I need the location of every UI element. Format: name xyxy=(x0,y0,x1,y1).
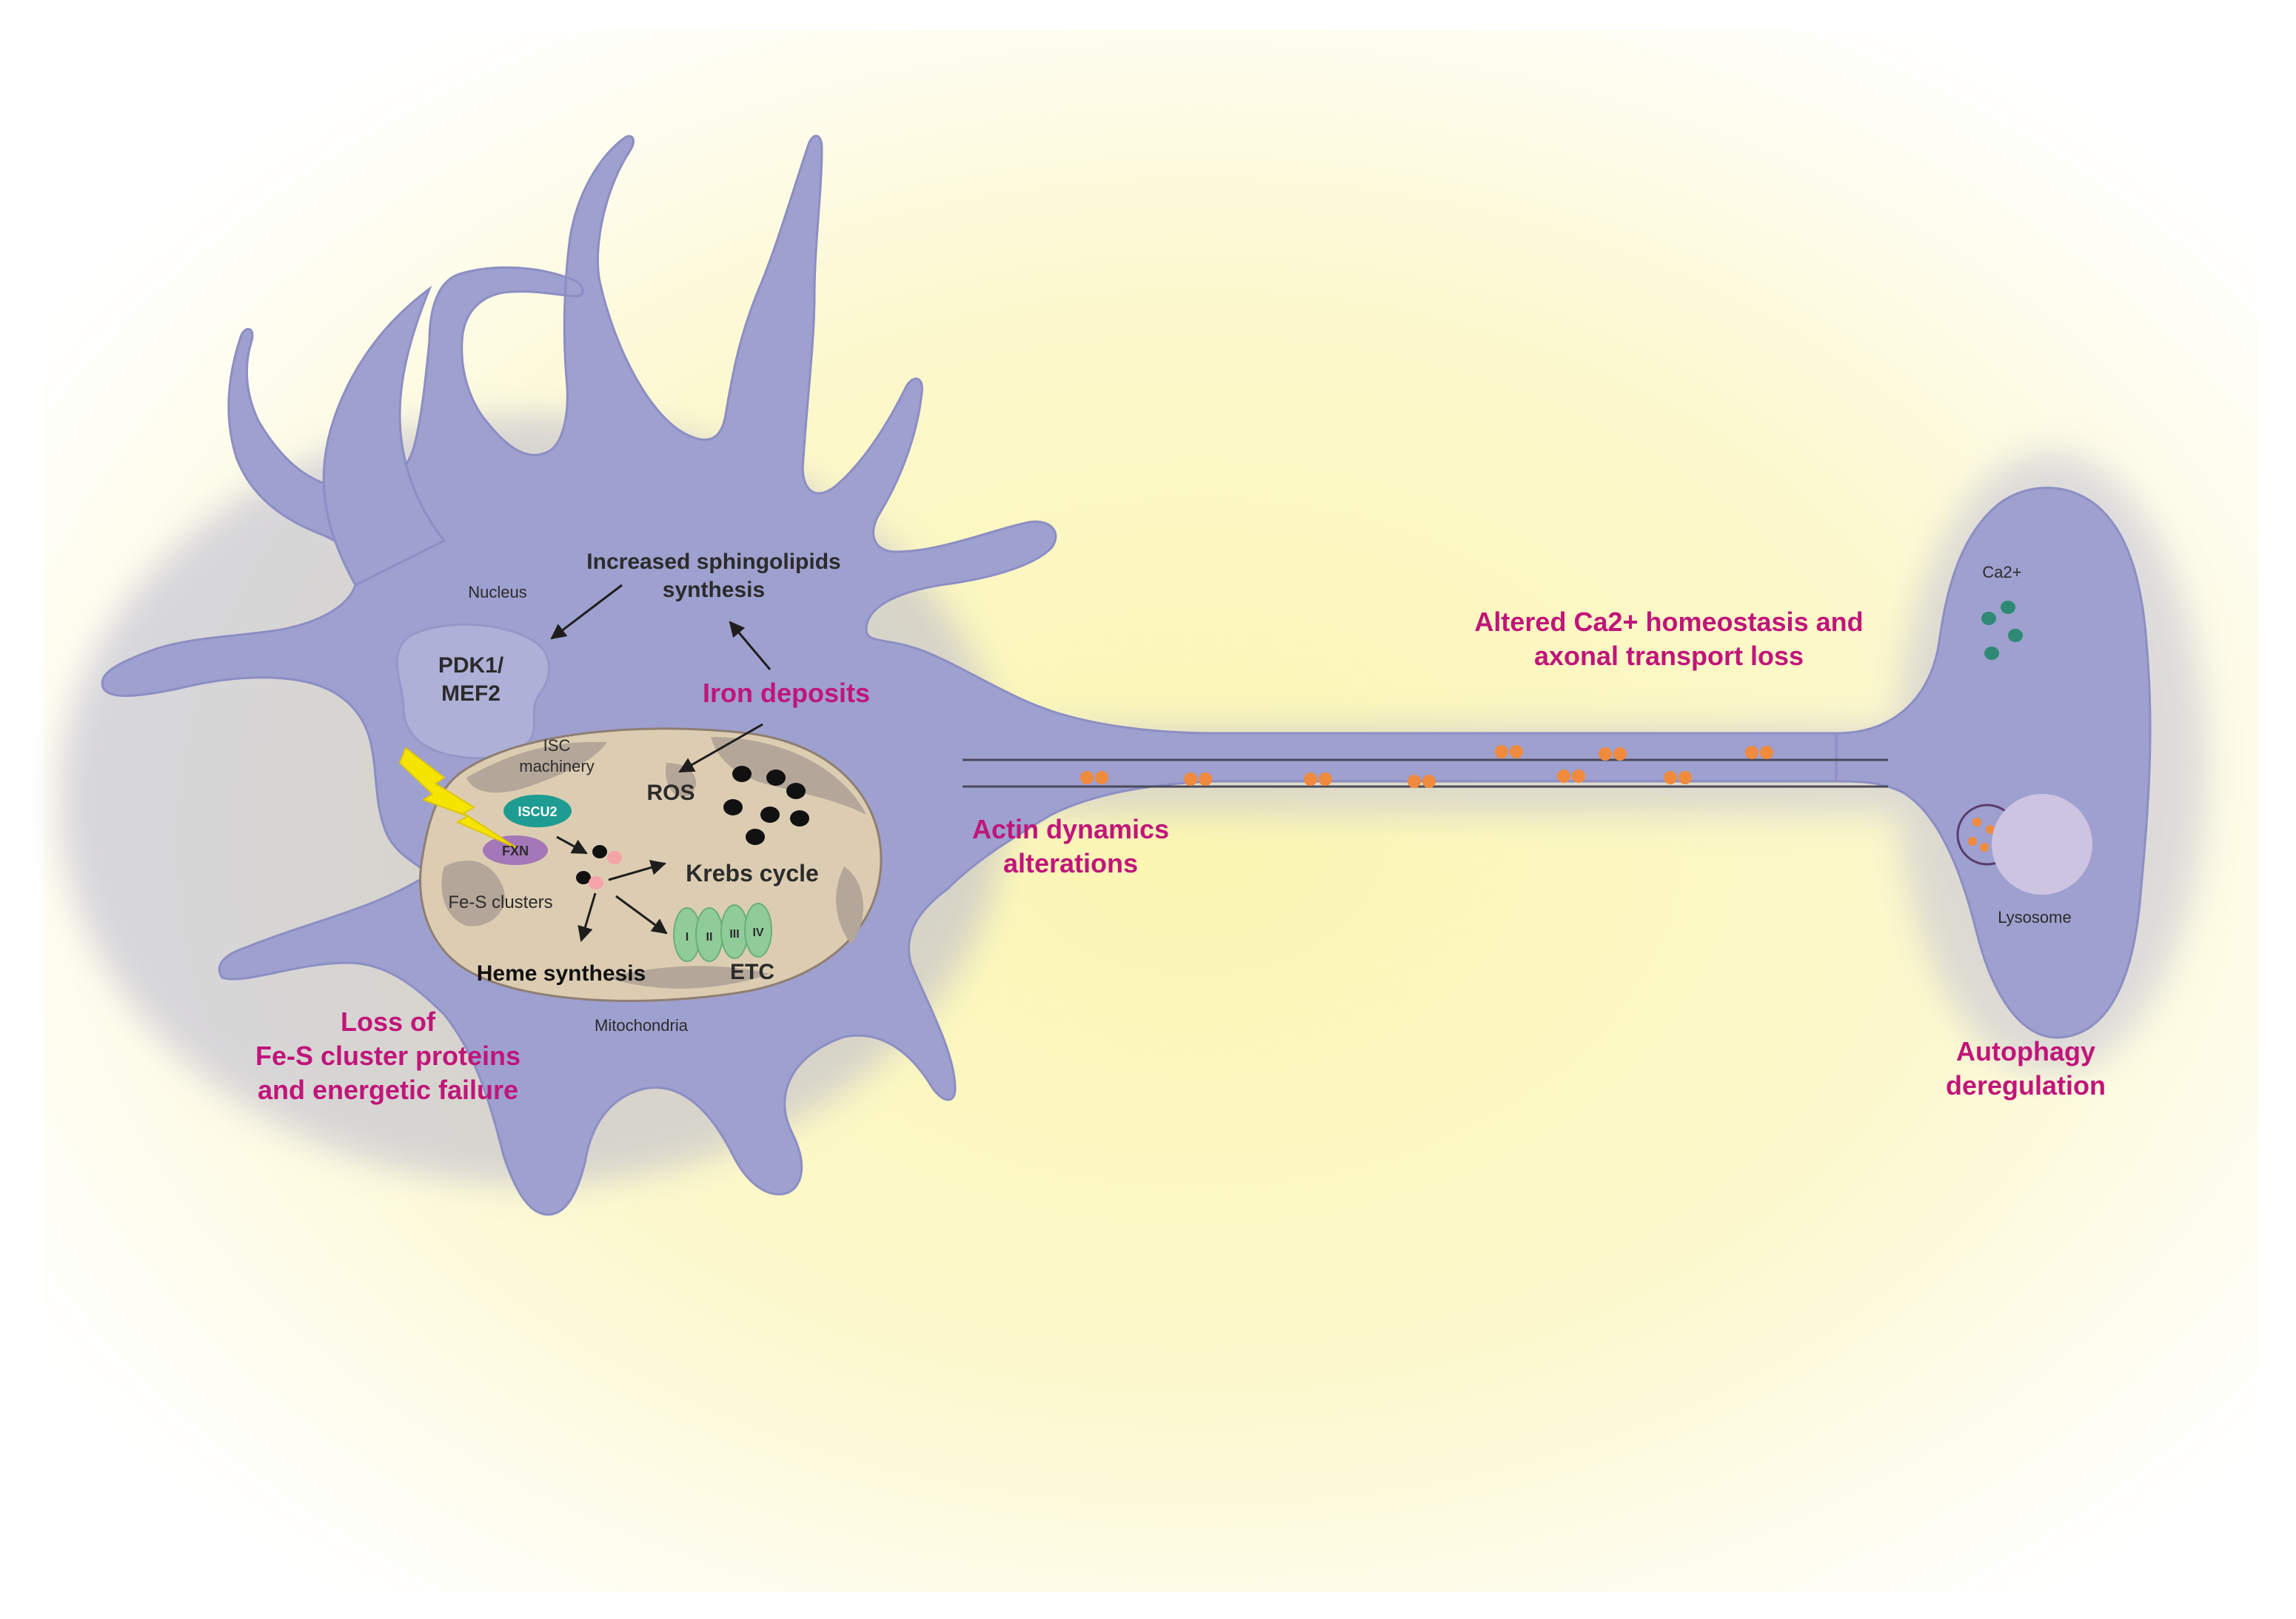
cargo-pair xyxy=(1184,772,1212,786)
cargo-pair xyxy=(1495,745,1523,758)
arrow-to-krebs xyxy=(608,860,667,881)
calcium-label-line2: axonal transport loss xyxy=(1534,641,1804,671)
fxn-label: FXN xyxy=(502,844,529,858)
etc-label: ETC xyxy=(730,960,774,984)
arrow-fxn-to-clusters xyxy=(556,835,588,855)
actin-label-line1: Actin dynamics xyxy=(972,814,1169,844)
etc-complexes: I II III IV xyxy=(673,903,772,962)
mitochondria-label: Mitochondria xyxy=(595,1016,689,1035)
loss-of-label-line3: and energetic failure xyxy=(258,1075,518,1105)
cristae xyxy=(441,737,866,989)
lysosome-group xyxy=(1956,794,2092,895)
isc-label-line1: ISC xyxy=(543,736,571,755)
arrows xyxy=(550,584,772,943)
krebs-cycle-label: Krebs cycle xyxy=(686,860,819,887)
cargo-pair xyxy=(1664,771,1692,784)
arrow-to-heme xyxy=(578,892,597,943)
cargo-pair xyxy=(1408,775,1436,788)
etc-complex-2: II xyxy=(706,931,713,944)
lysosome-label: Lysosome xyxy=(1998,908,2071,927)
autophagy-label-line1: Autophagy xyxy=(1956,1036,2095,1066)
fe-s-cluster-dots xyxy=(576,845,622,889)
etc-complex-1: I xyxy=(686,931,689,944)
isc-label-line2: machinery xyxy=(519,757,594,775)
lightning-icon xyxy=(398,747,518,849)
autophagosome-cargo xyxy=(1968,818,1995,852)
pdk1-label: PDK1/ xyxy=(438,653,504,678)
cargo-pair xyxy=(1304,772,1332,786)
iron-dots xyxy=(723,766,809,845)
lysosome xyxy=(1992,794,2092,895)
iscu2-label: ISCU2 xyxy=(518,804,557,819)
mef2-label: MEF2 xyxy=(441,681,501,706)
etc-complex-4: IV xyxy=(752,927,763,939)
etc-complex-3: III xyxy=(729,928,739,941)
arrow-iron-to-ros xyxy=(678,723,763,773)
fe-s-clusters-label: Fe-S clusters xyxy=(448,892,552,912)
loss-of-label-line1: Loss of xyxy=(341,1007,436,1037)
sphingolipids-line2: synthesis xyxy=(663,578,765,602)
actin-label-line2: alterations xyxy=(1003,848,1138,878)
ca2-label: Ca2+ xyxy=(1982,563,2021,581)
sphingolipids-line1: Increased sphingolipids xyxy=(586,550,840,574)
ros-label: ROS xyxy=(646,781,695,805)
autophagy-label-line2: deregulation xyxy=(1946,1070,2106,1101)
arrow-iron-to-sphingo xyxy=(729,621,772,670)
arrow-to-etc xyxy=(615,895,668,935)
nucleus-label: Nucleus xyxy=(468,583,526,601)
iscu2-protein xyxy=(503,795,572,827)
axonal-cargo xyxy=(1080,745,1773,788)
iron-deposits-label: Iron deposits xyxy=(703,678,870,708)
cargo-pair xyxy=(1745,746,1773,759)
cargo-pair xyxy=(1599,747,1627,761)
nucleus xyxy=(395,623,550,760)
loss-of-label-line2: Fe-S cluster proteins xyxy=(255,1041,521,1071)
cargo-pair xyxy=(1557,770,1585,783)
cargo-pair xyxy=(1080,771,1108,784)
labels: Nucleus PDK1/ MEF2 Increased sphingolipi… xyxy=(255,550,2106,1105)
arrow-sphingo-to-nucleus xyxy=(550,584,623,640)
calcium-ions xyxy=(1981,601,2023,660)
heme-synthesis-label: Heme synthesis xyxy=(477,961,646,986)
calcium-label-line1: Altered Ca2+ homeostasis and xyxy=(1474,607,1863,637)
fxn-protein xyxy=(483,835,548,865)
dendrite-top-left xyxy=(322,285,446,587)
axon-terminal xyxy=(1835,487,2152,1039)
